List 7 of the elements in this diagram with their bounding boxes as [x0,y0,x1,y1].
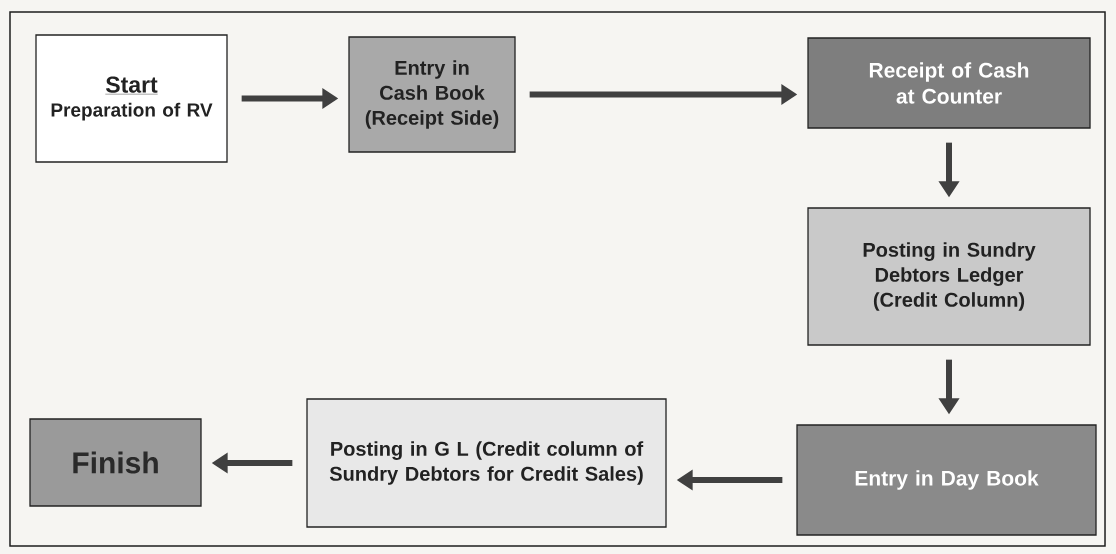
process-box: Entry in Day Book [796,424,1097,536]
process-box: Receipt of Cash at Counter [807,37,1091,129]
process-box: Start Preparation of RV [35,34,228,163]
process-box: Entry in Cash Book (Receipt Side) [348,36,516,153]
process-box: Finish [29,418,202,507]
process-box: Posting in Sundry Debtors Ledger (Credit Column) [807,207,1091,346]
process-box: Posting in G L (Credit column of Sundry Debtors for Credit Sales) [306,398,667,528]
